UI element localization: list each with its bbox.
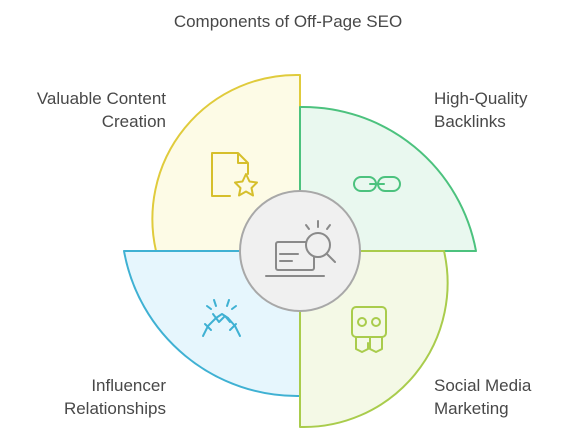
label-line: Relationships	[63, 399, 166, 418]
label-line: Valuable Content	[36, 89, 166, 108]
center-circle	[239, 190, 361, 312]
label-influencer-relationships: Influencer Relationships	[64, 374, 166, 420]
social-media-icon	[351, 306, 387, 353]
laptop-search-icon	[265, 220, 336, 277]
label-line: Creation	[101, 112, 166, 131]
label-line: Influencer	[91, 376, 166, 395]
label-valuable-content-creation: Valuable Content Creation	[37, 87, 166, 133]
link-icon	[353, 176, 401, 192]
label-line: High-Quality	[434, 89, 528, 108]
label-line: Social Media	[434, 376, 532, 395]
diagram-title: Components of Off-Page SEO	[173, 12, 403, 31]
label-high-quality-backlinks: High-Quality Backlinks	[434, 87, 528, 133]
label-social-media-marketing: Social Media Marketing	[434, 374, 531, 420]
handshake-icon	[202, 299, 241, 337]
label-line: Backlinks	[434, 112, 506, 131]
label-line: Marketing	[434, 399, 509, 418]
document-star-icon	[211, 152, 258, 197]
